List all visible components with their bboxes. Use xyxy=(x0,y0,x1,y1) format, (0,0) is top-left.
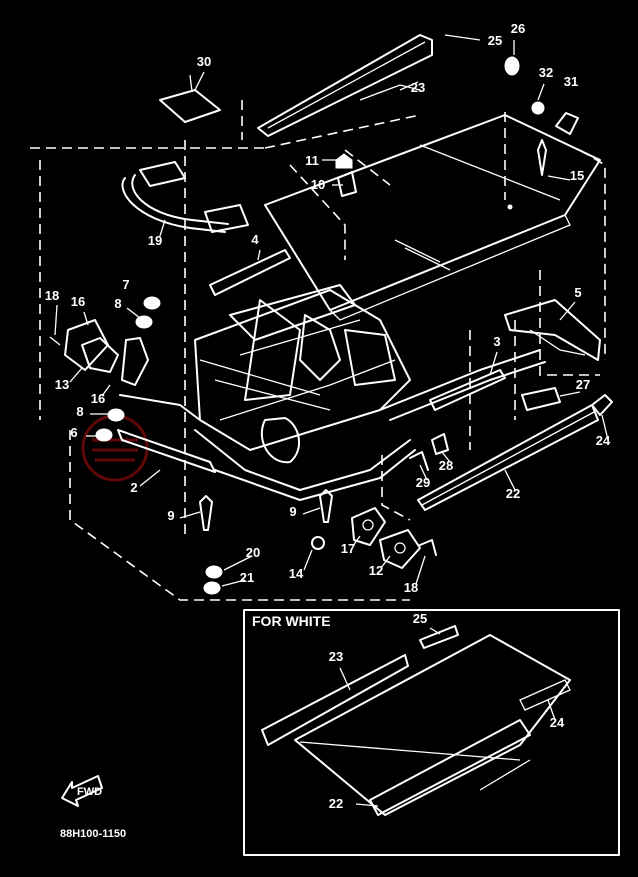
callout-c32: 32 xyxy=(539,65,553,80)
watermark-logo xyxy=(81,414,149,482)
part-6-bushing xyxy=(95,428,113,442)
callout-c5: 5 xyxy=(574,285,581,300)
part-3-rail xyxy=(429,369,506,411)
part-13-left-bracket xyxy=(49,319,149,386)
callout-c13: 13 xyxy=(55,377,69,392)
callout-c19: 19 xyxy=(148,233,162,248)
part-31-grommet xyxy=(555,112,579,135)
callout-c21: 21 xyxy=(240,570,254,585)
callout-c23b: 23 xyxy=(329,649,343,664)
callout-c11: 11 xyxy=(305,153,319,168)
callout-c25b: 25 xyxy=(413,611,427,626)
part-9-bolt-right xyxy=(319,489,333,523)
callout-c15: 15 xyxy=(570,168,584,183)
callout-c30: 30 xyxy=(197,54,211,69)
part-4-rail xyxy=(209,249,291,296)
callout-c29: 29 xyxy=(416,475,430,490)
callout-c2: 2 xyxy=(130,480,137,495)
front-direction-arrow: FWD xyxy=(61,775,103,807)
callout-c3: 3 xyxy=(493,334,500,349)
callout-c24b: 24 xyxy=(550,715,565,730)
callout-c16a: 16 xyxy=(71,294,85,309)
inset-for-white xyxy=(243,609,620,856)
part-12-mount xyxy=(379,529,421,569)
part-32-nut xyxy=(531,83,545,115)
part-30-plate xyxy=(159,74,221,123)
part-20-bushing xyxy=(205,565,223,579)
diagram-code: 88H100-1150 xyxy=(60,828,126,840)
tunnel-top-panel xyxy=(264,114,601,321)
callout-c22a: 22 xyxy=(506,486,520,501)
callout-c9b: 9 xyxy=(289,504,296,519)
part-27-plate xyxy=(521,387,561,411)
callout-c8b: 8 xyxy=(76,404,83,419)
part-19-rear-handle xyxy=(121,161,249,233)
part-11-nut xyxy=(335,153,353,169)
part-7-bushing xyxy=(143,296,161,310)
callout-c8a: 8 xyxy=(114,296,121,311)
callout-c25: 25 xyxy=(488,33,502,48)
part-14-washer xyxy=(311,536,325,550)
callout-c7: 7 xyxy=(122,277,129,292)
callout-c16b: 16 xyxy=(91,391,105,406)
callout-c22b: 22 xyxy=(329,796,343,811)
part-23-side-cover xyxy=(257,34,481,137)
callout-c6: 6 xyxy=(70,425,77,440)
callout-c20: 20 xyxy=(246,545,260,560)
chassis-frame xyxy=(194,284,546,501)
callout-c17: 17 xyxy=(341,541,355,556)
part-22-side-strip xyxy=(417,404,599,511)
part-5-rear-bracket xyxy=(504,299,601,361)
leader-lines xyxy=(54,71,609,807)
callout-c27: 27 xyxy=(576,377,590,392)
callout-c18a: 18 xyxy=(45,288,59,303)
part-28-clip xyxy=(431,433,449,455)
callout-c12: 12 xyxy=(369,563,383,578)
part-2-crossmember xyxy=(117,394,216,473)
dashed-assembly-outline xyxy=(30,100,606,601)
callout-c18b: 18 xyxy=(404,580,418,595)
callout-c14: 14 xyxy=(289,566,304,581)
callout-c23: 23 xyxy=(411,80,425,95)
inset-title: FOR WHITE xyxy=(252,613,331,629)
part-9-bolt-left xyxy=(199,495,213,531)
callout-labels: 30 25 26 23 32 31 11 10 15 19 4 7 18 16 8 5 3 13 16 8 6 27 24 2… xyxy=(45,21,611,811)
callout-c24a: 24 xyxy=(596,433,611,448)
part-8-bushing-lower xyxy=(107,408,125,422)
part-26-cap xyxy=(504,40,520,76)
part-17-mount xyxy=(351,507,386,546)
callout-c10: 10 xyxy=(311,177,325,192)
part-8-bushing-upper xyxy=(135,315,153,329)
callout-c4: 4 xyxy=(251,232,259,247)
callout-c28: 28 xyxy=(439,458,453,473)
part-24-end-cap xyxy=(591,394,613,416)
fwd-label: FWD xyxy=(77,786,102,798)
part-21-bushing xyxy=(203,581,221,595)
part-29-bolt xyxy=(409,451,429,471)
callout-c9a: 9 xyxy=(167,508,174,523)
part-15-bolt xyxy=(537,139,571,181)
part-18-bolt-lower xyxy=(419,539,437,556)
callout-c26: 26 xyxy=(511,21,525,36)
callout-c31: 31 xyxy=(564,74,578,89)
